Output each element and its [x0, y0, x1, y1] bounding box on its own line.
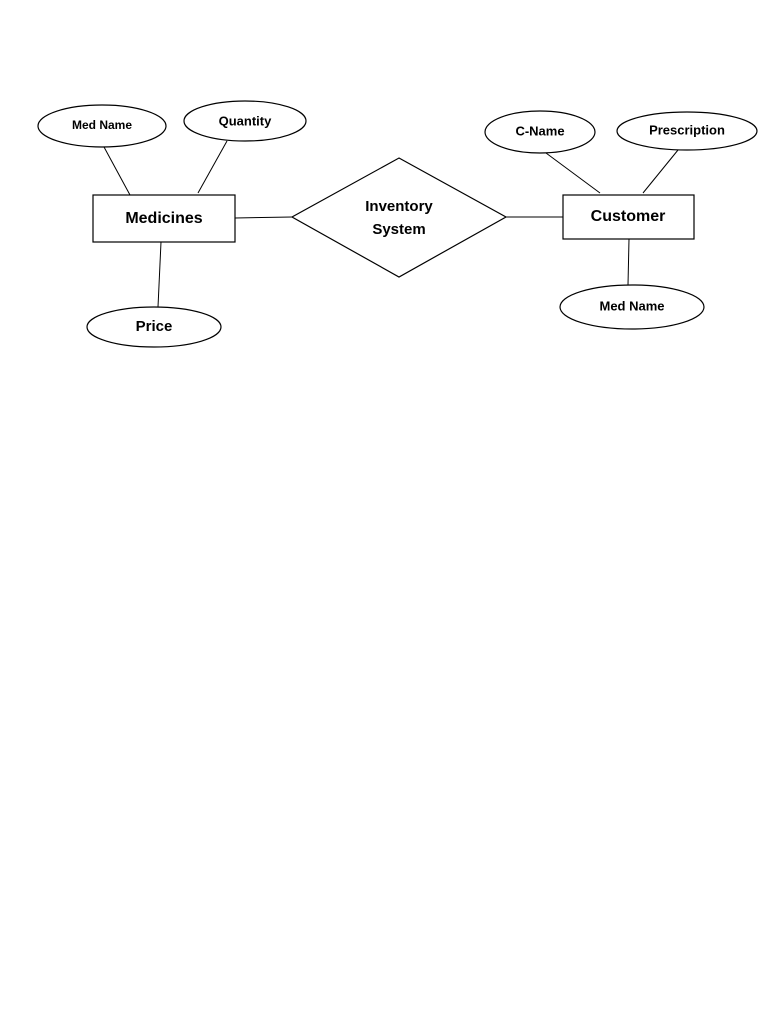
attribute-price: Price [86, 306, 222, 348]
attribute-label: Quantity [219, 113, 272, 128]
connector-medicines-price [157, 241, 162, 308]
attribute-label: Prescription [649, 122, 725, 137]
connector-cname-customer [545, 152, 601, 194]
attribute-label: Med Name [599, 298, 664, 313]
entity-medicines: Medicines [92, 194, 236, 243]
entity-label: Medicines [125, 210, 202, 227]
connector-quantity-medicines [197, 140, 228, 194]
connector-medicines-relationship [234, 216, 293, 219]
attribute-quantity: Quantity [183, 100, 307, 142]
attribute-label: C-Name [515, 123, 564, 138]
connector-customer-medname [627, 238, 630, 286]
relationship-inventory-system: Inventory System [290, 157, 508, 278]
attribute-c-name: C-Name [484, 110, 596, 154]
attribute-label: Price [136, 318, 173, 335]
connector-prescription-customer [642, 149, 679, 194]
connector-medname-medicines [103, 146, 131, 196]
attribute-label: Med Name [72, 118, 132, 132]
entity-customer: Customer [562, 194, 695, 240]
connectors [103, 140, 679, 308]
entity-label: Customer [591, 208, 666, 225]
relationship-label-line2: System [372, 221, 425, 238]
relationship-label-line1: Inventory [365, 198, 433, 215]
attribute-med-name-customer: Med Name [559, 284, 705, 330]
attribute-prescription: Prescription [616, 111, 758, 151]
attribute-med-name-medicines: Med Name [37, 104, 167, 148]
